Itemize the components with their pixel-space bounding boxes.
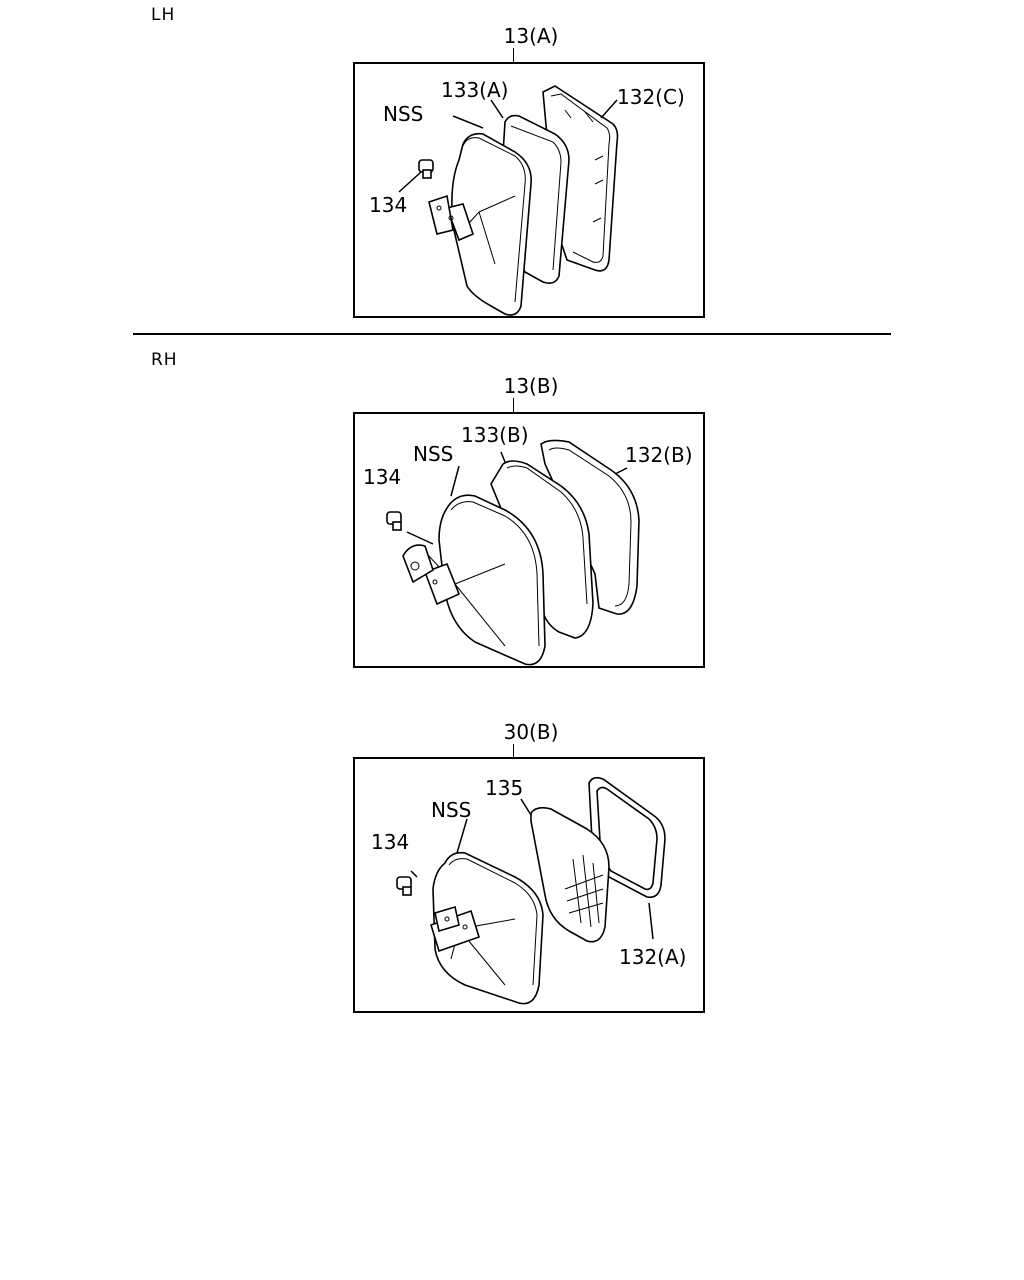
leader-screw — [406, 531, 434, 545]
callout-133b: 133(B) — [461, 423, 529, 447]
callout-134: 134 — [363, 465, 401, 489]
callout-135: 135 — [485, 776, 523, 800]
assembly-13b-title: 13(B) — [503, 374, 559, 398]
callout-nss: NSS — [413, 442, 453, 466]
leader-132a — [648, 902, 654, 940]
assembly-30b-panel: NSS 135 132(A) 134 — [353, 757, 705, 1013]
callout-132a: 132(A) — [619, 945, 686, 969]
screw-134 — [396, 876, 412, 896]
leader-132c — [600, 99, 618, 119]
leader-nss — [450, 465, 460, 497]
mirror-housing-nss — [402, 494, 546, 666]
leader-134 — [398, 171, 422, 193]
mirror-glass-133b — [490, 460, 594, 639]
callout-132c: 132(C) — [617, 85, 685, 109]
section-divider — [133, 333, 891, 335]
callout-134: 134 — [371, 830, 409, 854]
callout-133a: 133(A) — [441, 78, 508, 102]
leader-nss — [456, 818, 468, 854]
assembly-13a-title: 13(A) — [503, 24, 559, 48]
assembly-30b-title: 30(B) — [503, 720, 559, 744]
assembly-30b-leader — [513, 744, 514, 758]
mirror-assembly-13a-drawing: NSS 133(A) 132(C) 134 — [369, 78, 685, 316]
section-label-lh: LH — [151, 5, 176, 25]
screw-134 — [418, 159, 434, 179]
leader-135 — [520, 798, 532, 816]
callout-134: 134 — [369, 193, 407, 217]
assembly-13a-panel: NSS 133(A) 132(C) 134 — [353, 62, 705, 318]
mirror-housing-nss — [430, 851, 544, 1005]
mirror-housing-nss — [428, 132, 532, 316]
callout-nss: NSS — [383, 102, 423, 126]
screw-134 — [386, 511, 402, 531]
section-label-rh: RH — [151, 350, 178, 370]
leader-133b — [500, 451, 506, 463]
assembly-13b-leader — [513, 398, 514, 413]
mirror-frame-132b — [540, 439, 640, 615]
mirror-assembly-30b-drawing: NSS 135 132(A) 134 — [371, 776, 686, 1005]
mirror-assembly-13b-drawing: NSS 133(B) 132(B) 134 — [363, 423, 693, 666]
leader-screw — [410, 870, 418, 878]
assembly-13a-leader — [513, 48, 514, 63]
mirror-glass-135 — [530, 806, 610, 943]
callout-nss: NSS — [431, 798, 471, 822]
leader-nss — [452, 115, 484, 129]
leader-133a — [490, 99, 504, 119]
leader-132b — [614, 467, 628, 475]
assembly-13b-panel: NSS 133(B) 132(B) 134 — [353, 412, 705, 668]
callout-132b: 132(B) — [625, 443, 693, 467]
